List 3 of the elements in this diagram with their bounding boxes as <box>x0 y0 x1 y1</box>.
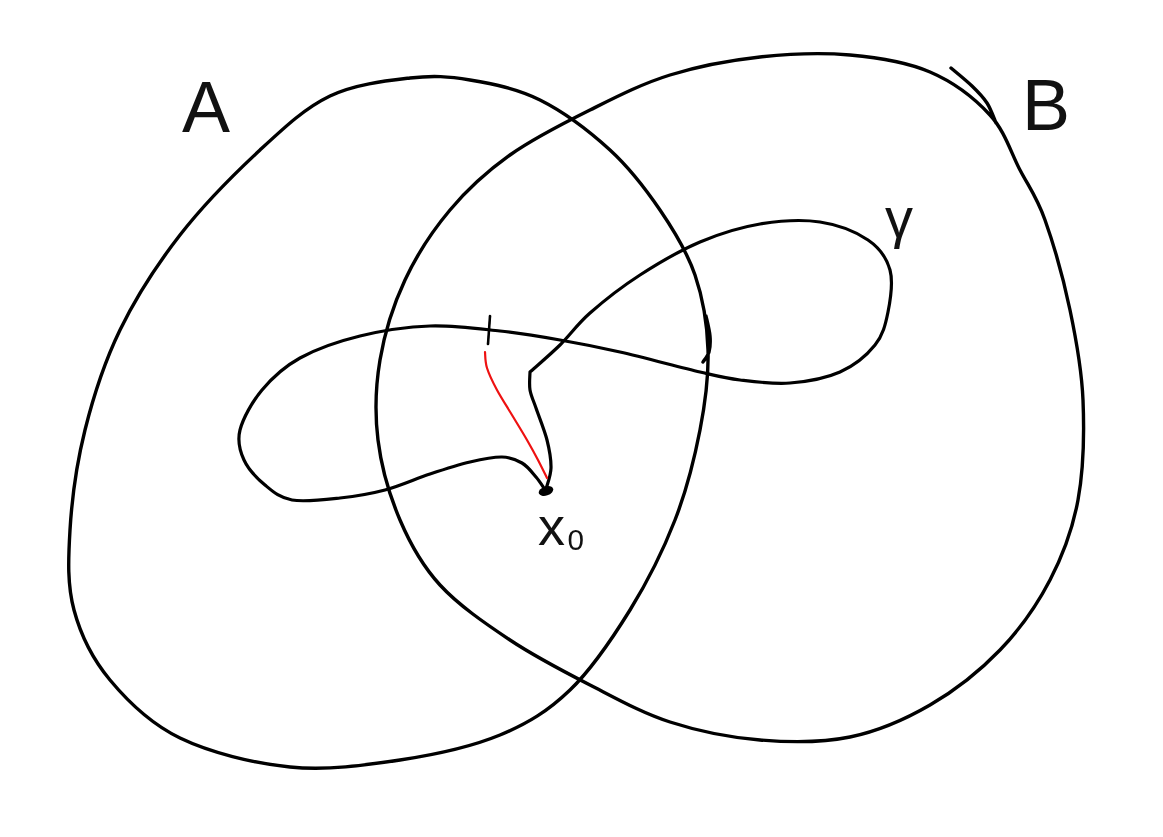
region-label: A <box>182 71 231 143</box>
point-label: x$_{0}$ <box>538 499 584 553</box>
region-label: B <box>1022 69 1071 141</box>
